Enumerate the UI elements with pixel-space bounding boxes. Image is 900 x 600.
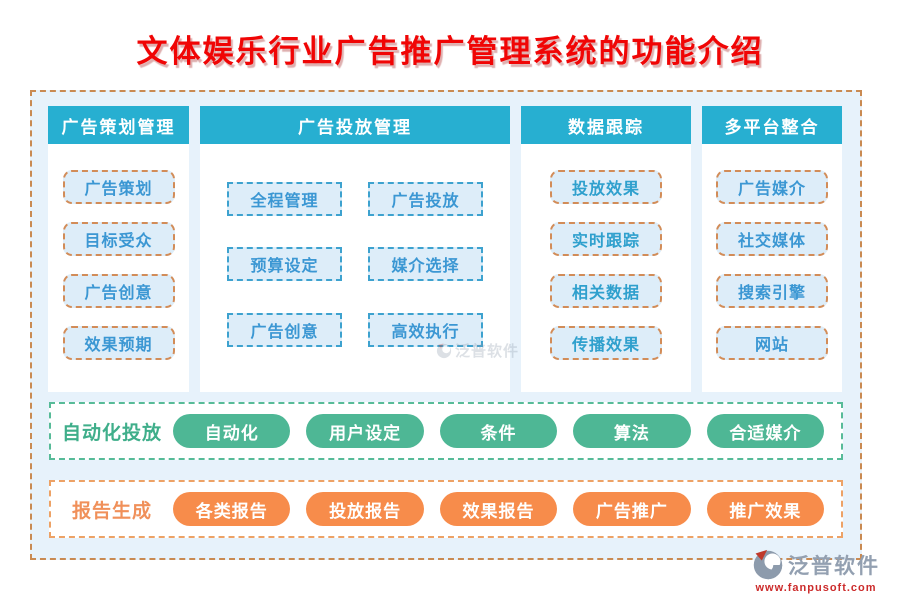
feature-item: 广告投放 [368,181,483,216]
feature-item: 目标受众 [62,222,175,256]
pill-item: 算法 [573,414,691,448]
brand-row: 泛普软件 [740,549,892,581]
pill-item: 条件 [439,414,558,448]
page-title: 文体娱乐行业广告推广管理系统的功能介绍 [136,34,764,69]
feature-item: 相关数据 [550,274,662,308]
pill-item: 用户设定 [306,414,424,448]
column-header: 广告投放管理 [200,106,510,144]
pill-item: 自动化 [173,414,291,448]
brand-name: 泛普软件 [788,555,880,578]
column-ad-placement: 广告投放管理 全程管理 广告投放 预算设定 媒介选择 广告创意 高效执行 [200,106,510,392]
column-items: 广告策划 目标受众 广告创意 效果预期 [48,144,189,392]
feature-item: 搜索引擎 [716,274,828,308]
brand-url: www.fanpusoft.com [755,582,877,594]
band-automated-placement: 自动化投放 自动化 用户设定 条件 算法 合适媒介 [49,402,843,460]
column-header: 广告策划管理 [48,106,189,144]
pill-item: 广告推广 [573,492,691,526]
band-label: 报告生成 [71,500,152,522]
pill-group: 各类报告 投放报告 效果报告 广告推广 推广效果 [173,492,825,526]
feature-item: 投放效果 [550,170,662,204]
feature-item: 传播效果 [550,326,662,360]
brand-footer: 泛普软件 www.fanpusoft.com [740,549,892,594]
feature-item: 广告策划 [62,170,175,204]
diagram-board: 广告策划管理 广告策划 目标受众 广告创意 效果预期 广告投放管理 全程管理 广… [30,90,862,560]
band-report-generation: 报告生成 各类报告 投放报告 效果报告 广告推广 推广效果 [49,480,843,538]
column-items: 全程管理 广告投放 预算设定 媒介选择 广告创意 高效执行 [200,144,510,392]
column-items: 投放效果 实时跟踪 相关数据 传播效果 [521,144,691,392]
band-label: 自动化投放 [61,422,162,444]
pill-item: 合适媒介 [706,414,825,448]
pill-item: 推广效果 [706,492,825,526]
column-items: 广告媒介 社交媒体 搜索引擎 网站 [702,144,842,392]
feature-item: 预算设定 [227,247,342,281]
pill-item: 效果报告 [439,492,558,526]
column-multi-platform: 多平台整合 广告媒介 社交媒体 搜索引擎 网站 [702,106,842,392]
column-header: 数据跟踪 [521,106,691,144]
feature-item: 广告媒介 [716,170,828,204]
feature-item: 效果预期 [62,326,175,360]
pill-group: 自动化 用户设定 条件 算法 合适媒介 [173,414,825,448]
feature-item: 网站 [716,326,828,360]
feature-item: 媒介选择 [368,247,483,281]
pill-item: 投放报告 [306,492,424,526]
feature-item: 实时跟踪 [550,222,662,256]
feature-item: 广告创意 [62,274,175,308]
column-header: 多平台整合 [702,106,842,144]
column-ad-planning: 广告策划管理 广告策划 目标受众 广告创意 效果预期 [48,106,189,392]
pill-item: 各类报告 [173,492,291,526]
feature-item: 高效执行 [368,312,483,347]
feature-item: 广告创意 [227,312,342,347]
feature-item: 社交媒体 [716,222,828,256]
fanpu-logo-icon [753,549,783,580]
feature-columns: 广告策划管理 广告策划 目标受众 广告创意 效果预期 广告投放管理 全程管理 广… [48,106,842,392]
feature-item: 全程管理 [227,181,342,216]
column-data-tracking: 数据跟踪 投放效果 实时跟踪 相关数据 传播效果 [521,106,691,392]
